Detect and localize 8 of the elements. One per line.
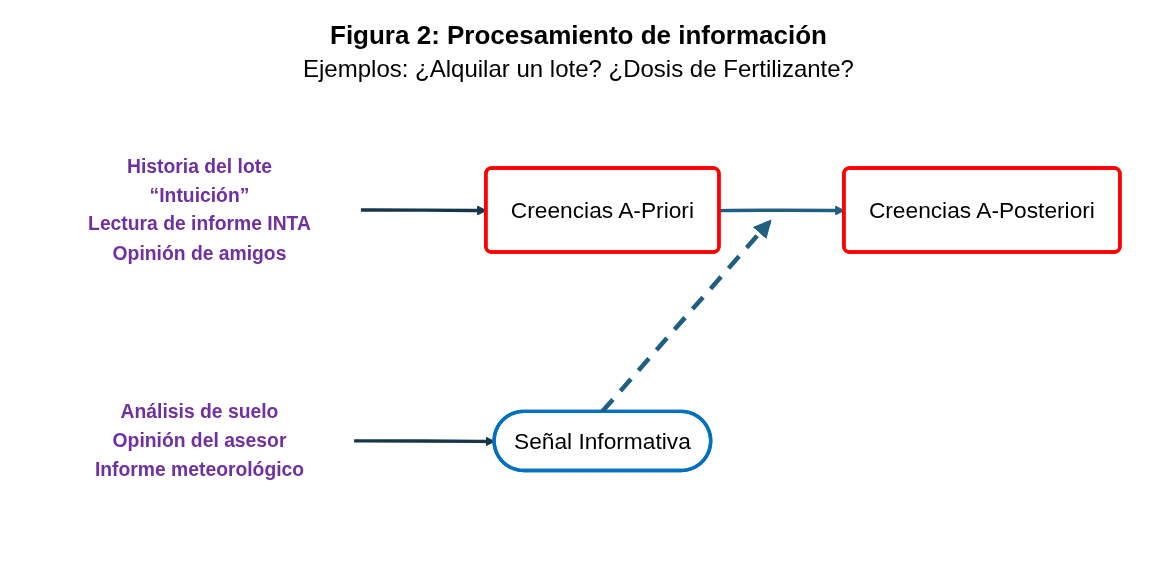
text-list: Historia del lote “Intuición” Lectura de informe INTA Opinión de amigos [87,155,311,264]
rounded-box: Creencias A-Posteriori [841,166,1122,254]
rounded-box: Creencias A-Priori [483,166,721,254]
text-list: Análisis de suelo Opinión del asesor Informe meteorológico [94,400,304,481]
subtitle-text: Ejemplos: ¿Alquilar un lote? ¿Dosis de Fertilizante? [303,55,854,83]
oval-node: Señal Informativa [491,409,712,472]
diagram-title: Figura 2: Procesamiento de información [330,20,827,51]
dashed-arrow [600,219,772,413]
